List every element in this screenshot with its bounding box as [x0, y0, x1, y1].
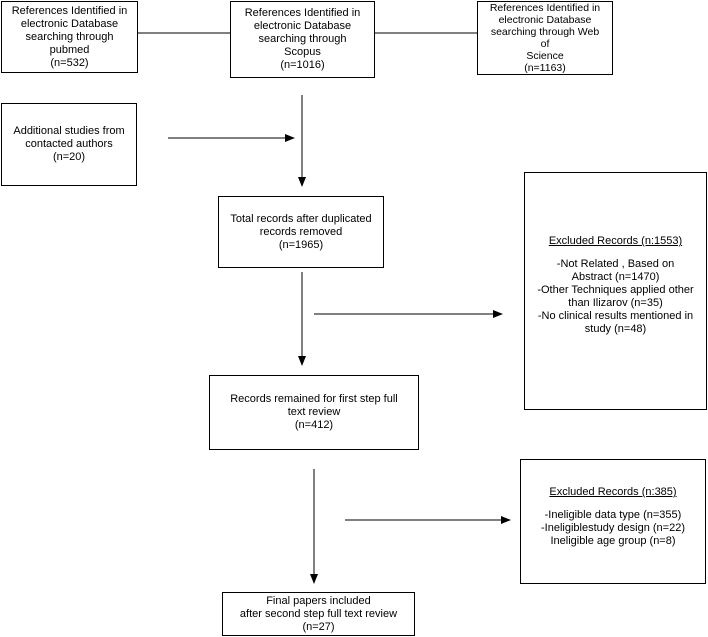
box-total-records: Total records after duplicated records r… — [218, 196, 384, 268]
final-line-1: Final papers included — [266, 594, 371, 607]
pubmed-line-3: searching through — [25, 30, 114, 43]
box-additional-studies: Additional studies from contacted author… — [1, 103, 137, 186]
pubmed-line-1: References Identified in — [11, 4, 128, 17]
final-line-2: after second step full text review — [239, 607, 398, 620]
box-records-remained: Records remained for first step full tex… — [209, 375, 419, 450]
wos-line-6: (n=1163) — [524, 62, 566, 74]
pubmed-line-4: pubmed — [49, 43, 90, 56]
box-pubmed: References Identified in electronic Data… — [1, 1, 138, 73]
wos-line-1: References Identified in — [489, 2, 601, 14]
scopus-line-2: electronic Database — [253, 20, 352, 32]
additional-line-1: Additional studies from — [13, 125, 125, 137]
excluded2-line-3: Ineligible age group (n=8) — [550, 535, 676, 547]
box-final-papers: Final papers included after second step … — [222, 592, 415, 636]
remained-line-3: (n=412) — [294, 419, 334, 431]
wos-line-3: searching through Web — [490, 26, 600, 38]
scopus-line-3: searching through — [258, 33, 347, 45]
wos-line-4: of — [540, 38, 550, 50]
box-excluded-records-2: Excluded Records (n:385) -Ineligible dat… — [520, 459, 706, 584]
total-line-3: (n=1965) — [278, 238, 324, 251]
excluded1-reasons: -Not Related , Based on Abstract (n=1470… — [537, 258, 693, 336]
final-line-3: (n=27) — [302, 620, 335, 633]
box-scopus: References Identified in electronic Data… — [230, 1, 375, 78]
total-line-1: Total records after duplicated — [230, 212, 372, 225]
excluded1-line-2: Abstract (n=1470) — [571, 271, 660, 283]
wos-line-2: electronic Database — [498, 14, 592, 26]
excluded1-line-1: -Not Related , Based on — [556, 258, 675, 270]
excluded1-line-4: than Ilizarov (n=35) — [568, 297, 663, 309]
remained-line-1: Records remained for first step full — [230, 393, 398, 405]
excluded1-line-5: -No clinical results mentioned in — [537, 310, 694, 322]
excluded2-title: Excluded Records (n:385) — [549, 486, 677, 498]
scopus-line-5: (n=1016) — [280, 59, 325, 71]
additional-line-2: contacted authors — [25, 138, 113, 150]
pubmed-line-2: electronic Database — [20, 17, 119, 30]
excluded2-line-1: -Ineligible data type (n=355) — [544, 509, 682, 521]
box-web-of-science: References Identified in electronic Data… — [477, 1, 613, 75]
scopus-line-1: References Identified in — [244, 7, 361, 19]
wos-line-5: Science — [526, 50, 564, 62]
box-excluded-records-1: Excluded Records (n:1553) -Not Related ,… — [524, 172, 707, 410]
scopus-line-4: Scopus — [284, 46, 321, 58]
remained-line-2: text review — [287, 406, 341, 418]
excluded1-line-6: study (n=48) — [584, 323, 647, 335]
excluded2-line-2: -Ineligiblestudy design (n=22) — [540, 522, 685, 534]
total-line-2: records removed — [259, 225, 343, 238]
additional-line-3: (n=20) — [52, 151, 86, 163]
excluded2-reasons: -Ineligible data type (n=355) -Ineligibl… — [541, 509, 685, 548]
excluded1-line-3: -Other Techniques applied other — [537, 284, 694, 296]
excluded1-title: Excluded Records (n:1553) — [548, 235, 683, 247]
pubmed-line-5: (n=532) — [50, 56, 89, 69]
